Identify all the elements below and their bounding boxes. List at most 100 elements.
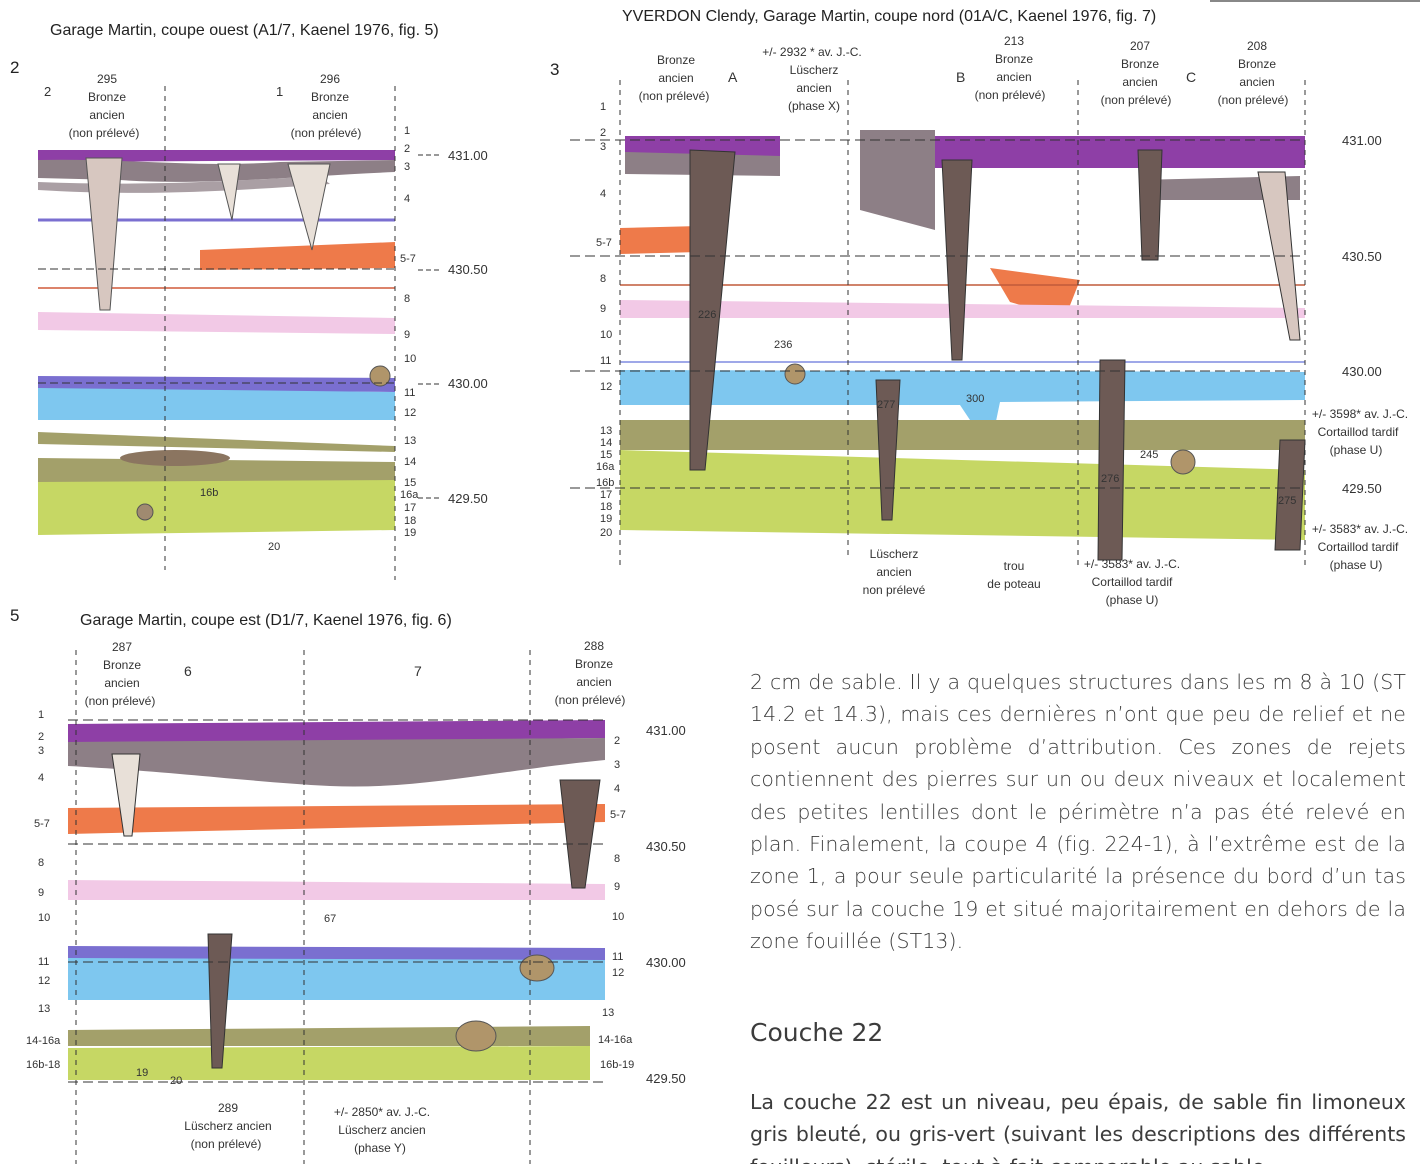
svg-text:430.50: 430.50 xyxy=(448,262,488,277)
sample-id: 296 xyxy=(320,72,340,86)
svg-text:14: 14 xyxy=(404,456,416,468)
svg-text:Bronze: Bronze xyxy=(311,90,349,104)
svg-text:11: 11 xyxy=(612,951,623,963)
layer-yellowgreen xyxy=(68,1046,590,1080)
layer-blue xyxy=(68,958,605,1000)
svg-text:12: 12 xyxy=(38,975,50,987)
svg-text:10: 10 xyxy=(612,911,624,923)
svg-text:(phase Y): (phase Y) xyxy=(354,1141,406,1155)
svg-text:+/- 2932 * av. J.-C.: +/- 2932 * av. J.-C. xyxy=(762,45,862,59)
svg-text:10: 10 xyxy=(600,329,612,341)
svg-text:288: 288 xyxy=(584,639,604,653)
layer-violet xyxy=(68,946,605,960)
layer-orange xyxy=(620,226,700,254)
svg-text:2: 2 xyxy=(600,127,606,139)
layer-pink xyxy=(68,880,605,900)
svg-text:Cortaillod tardif: Cortaillod tardif xyxy=(1318,540,1399,554)
svg-text:429.50: 429.50 xyxy=(1342,481,1382,496)
svg-text:12: 12 xyxy=(600,381,612,393)
svg-text:10: 10 xyxy=(38,912,50,924)
svg-text:287: 287 xyxy=(112,640,132,654)
svg-text:(non prélevé): (non prélevé) xyxy=(555,693,626,707)
svg-text:18: 18 xyxy=(600,501,612,513)
svg-text:20: 20 xyxy=(170,1075,182,1087)
svg-text:16b-18: 16b-18 xyxy=(26,1059,60,1071)
post-213 xyxy=(941,159,973,361)
svg-text:Lüscherz: Lüscherz xyxy=(870,547,919,561)
svg-text:(non prélevé): (non prélevé) xyxy=(975,88,1046,102)
svg-text:7: 7 xyxy=(414,663,422,679)
post-276 xyxy=(1097,359,1126,561)
svg-text:275: 275 xyxy=(1278,495,1296,507)
svg-text:430.50: 430.50 xyxy=(1342,249,1382,264)
svg-text:(non prélevé): (non prélevé) xyxy=(85,694,156,708)
svg-text:9: 9 xyxy=(600,303,606,315)
layer-pink xyxy=(38,312,395,334)
svg-text:2: 2 xyxy=(38,731,44,743)
svg-text:12: 12 xyxy=(612,967,624,979)
svg-text:67: 67 xyxy=(324,913,336,925)
svg-text:+/- 3583* av. J.-C.: +/- 3583* av. J.-C. xyxy=(1312,522,1408,536)
post-277 xyxy=(875,379,901,521)
svg-text:16b: 16b xyxy=(200,487,218,499)
svg-text:16b-19: 16b-19 xyxy=(600,1059,634,1071)
sample-labels-top: Bronze ancien (non prélevé) +/- 2932 * a… xyxy=(639,34,1289,113)
bottom-notes: 289 Lüscherz ancien (non prélevé) +/- 28… xyxy=(184,1101,430,1155)
wood-log xyxy=(120,450,230,466)
stone xyxy=(784,363,806,385)
svg-text:289: 289 xyxy=(218,1101,238,1115)
svg-text:19: 19 xyxy=(136,1067,148,1079)
svg-text:8: 8 xyxy=(404,293,410,305)
post-226 xyxy=(689,149,736,471)
svg-text:300: 300 xyxy=(966,393,984,405)
layer-taupe xyxy=(68,738,605,787)
svg-text:5-7: 5-7 xyxy=(596,237,612,249)
svg-text:ancien: ancien xyxy=(104,676,139,690)
pit-296a xyxy=(217,163,241,221)
layer-violet-11 xyxy=(38,376,395,392)
svg-text:20: 20 xyxy=(268,541,280,553)
svg-text:429.50: 429.50 xyxy=(646,1071,686,1086)
svg-text:226: 226 xyxy=(698,309,716,321)
svg-text:A: A xyxy=(728,69,738,85)
layer-yellowgreen xyxy=(620,450,1305,540)
svg-text:Lüscherz ancien: Lüscherz ancien xyxy=(338,1123,425,1137)
svg-text:17: 17 xyxy=(600,489,612,501)
stone xyxy=(136,503,154,521)
svg-text:3: 3 xyxy=(38,745,44,757)
svg-text:ancien: ancien xyxy=(312,108,347,122)
sample-labels-top: 287 Bronze ancien (non prélevé) 288 Bron… xyxy=(85,639,626,708)
svg-text:8: 8 xyxy=(38,857,44,869)
svg-text:ancien: ancien xyxy=(576,675,611,689)
svg-text:trou: trou xyxy=(1004,559,1025,573)
svg-text:4: 4 xyxy=(38,772,44,784)
svg-text:1: 1 xyxy=(38,709,44,721)
svg-text:B: B xyxy=(956,69,965,85)
svg-text:20: 20 xyxy=(600,527,612,539)
svg-text:Bronze: Bronze xyxy=(103,658,141,672)
svg-text:2: 2 xyxy=(404,143,410,155)
panel-c-section: 6 7 287 Bronze ancien (non prélevé) 288 … xyxy=(26,639,686,1164)
panel-a-section: 2 1 295 Bronze ancien (non prélevé) 296 … xyxy=(38,72,488,580)
post-288 xyxy=(559,779,601,889)
svg-text:430.00: 430.00 xyxy=(646,955,686,970)
stone xyxy=(369,365,391,387)
svg-text:213: 213 xyxy=(1004,34,1024,48)
svg-text:de poteau: de poteau xyxy=(987,577,1040,591)
svg-text:431.00: 431.00 xyxy=(1342,133,1382,148)
feature-ids: 226 236 277 300 276 245 275 xyxy=(698,309,1296,507)
right-notes: +/- 3598* av. J.-C. Cortaillod tardif (p… xyxy=(1312,407,1408,572)
layer-olive xyxy=(38,432,395,452)
stone xyxy=(519,954,555,982)
panel-b-title: YVERDON Clendy, Garage Martin, coupe nor… xyxy=(622,8,1157,25)
pit-287 xyxy=(111,753,141,837)
svg-text:ancien: ancien xyxy=(796,81,831,95)
inner-labels: 19 20 67 xyxy=(136,913,336,1087)
svg-text:430.00: 430.00 xyxy=(1342,364,1382,379)
svg-text:ancien: ancien xyxy=(89,108,124,122)
pit-296b xyxy=(287,163,331,251)
svg-text:Bronze: Bronze xyxy=(1238,57,1276,71)
svg-text:non prélevé: non prélevé xyxy=(863,583,926,597)
layer-labels: 1 2 3 4 5-7 8 9 10 11 12 13 14 15 16a 17… xyxy=(200,125,419,553)
svg-text:Lüscherz: Lüscherz xyxy=(790,63,839,77)
